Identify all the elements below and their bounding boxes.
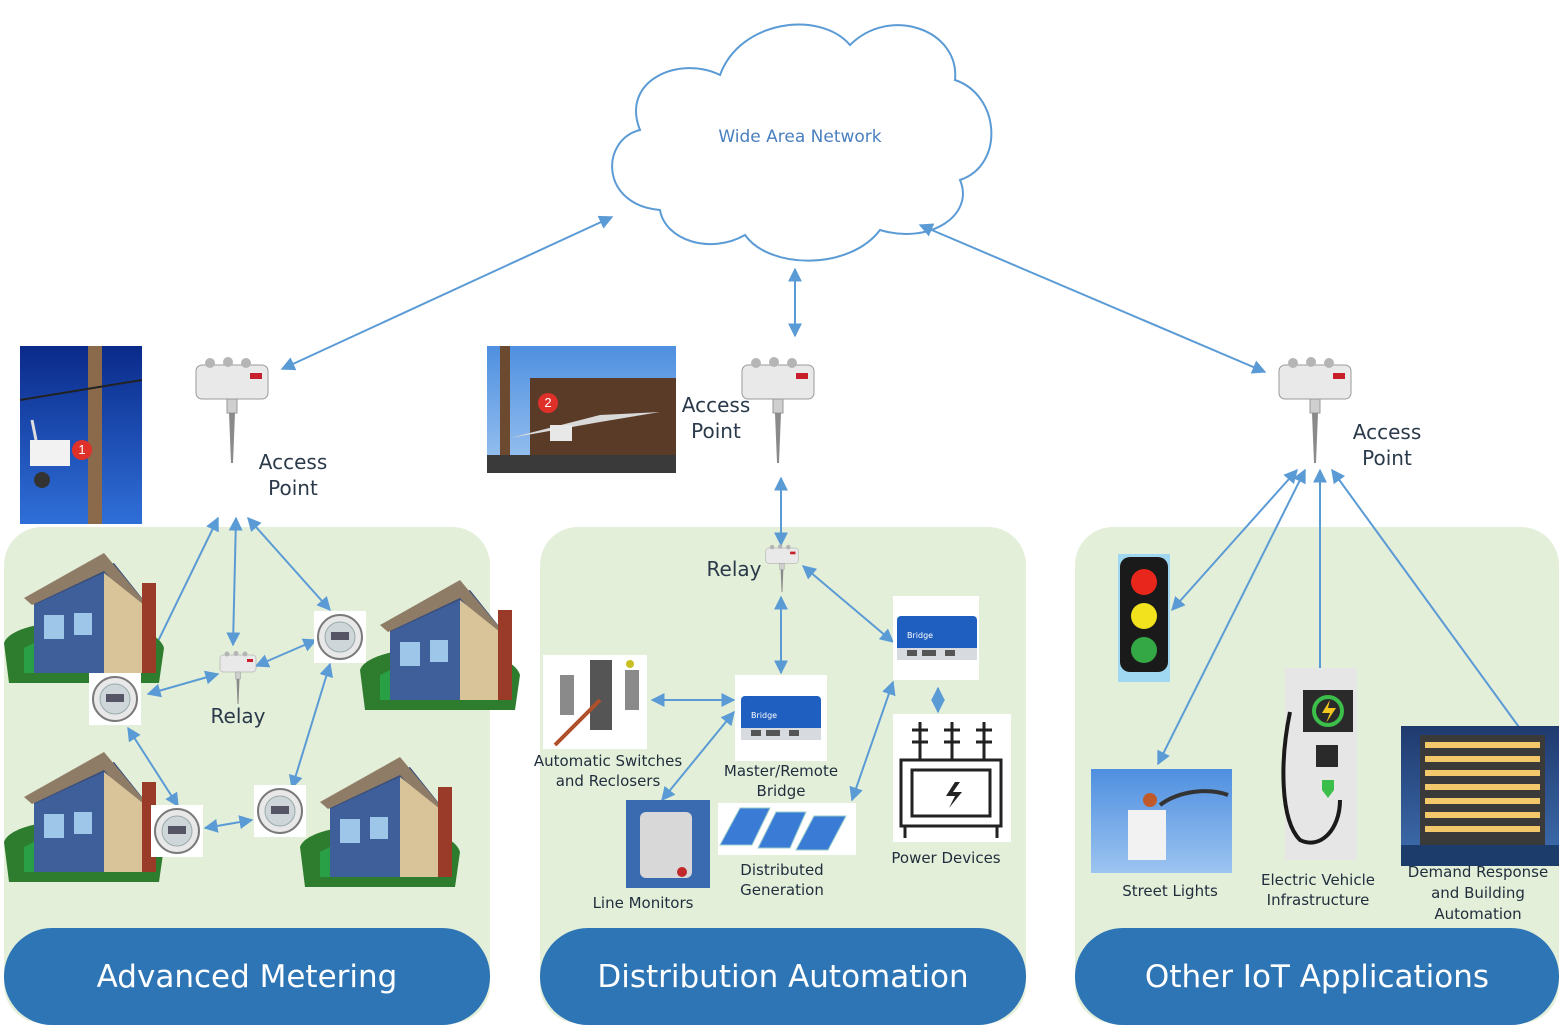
transformer-icon — [893, 714, 1011, 842]
house-icon — [300, 757, 460, 887]
house-icon — [4, 553, 164, 683]
switches-photo — [543, 655, 647, 749]
arrows — [127, 215, 1533, 833]
distribution-automation-title: Distribution Automation — [597, 958, 969, 995]
advanced-metering-title: Advanced Metering — [96, 958, 398, 995]
ev-label: Electric Vehicle Infrastructure — [1261, 871, 1375, 909]
traffic-light-icon — [1118, 554, 1170, 682]
line-monitor-photo — [626, 800, 710, 888]
distribution-automation-banner: Distribution Automation — [540, 928, 1026, 1025]
other-iot-banner: Other IoT Applications — [1075, 928, 1559, 1025]
wan-label: Wide Area Network — [718, 127, 882, 147]
house-icon — [360, 580, 520, 710]
access-point-label-left: Access Point — [258, 450, 328, 500]
badge-1: 1 — [72, 440, 92, 460]
bridge-remote-icon — [893, 596, 979, 680]
building-photo — [1401, 726, 1559, 866]
access-point-label-right: Access Point — [1352, 420, 1422, 470]
bridge-label: Master/Remote Bridge — [723, 762, 839, 800]
other-iot-title: Other IoT Applications — [1144, 958, 1490, 995]
ev-charger-icon — [1281, 668, 1357, 860]
pole-photo — [19, 346, 143, 524]
street-light-photo — [1091, 769, 1232, 873]
line-monitors-label: Line Monitors — [592, 894, 694, 912]
access-point-label-middle: Access Point — [681, 393, 751, 443]
power-devices-label: Power Devices — [891, 849, 1001, 867]
street-lights-label: Street Lights — [1122, 882, 1218, 900]
distributed-generation-label: Distributed Generation — [740, 861, 824, 899]
bridge-master-icon — [735, 675, 827, 761]
demand-response-label: Demand Response and Building Automation — [1407, 863, 1549, 923]
advanced-metering-banner: Advanced Metering — [4, 928, 490, 1025]
solar-panel-icon — [718, 803, 856, 855]
house-icon — [4, 752, 164, 882]
relay-label-distribution: Relay — [706, 557, 762, 581]
relay-label-metering: Relay — [210, 704, 266, 728]
wan-cloud — [611, 23, 993, 262]
streetlight-photo — [487, 346, 676, 473]
switches-label: Automatic Switches and Reclosers — [533, 752, 683, 790]
badge-2: 2 — [538, 393, 558, 413]
